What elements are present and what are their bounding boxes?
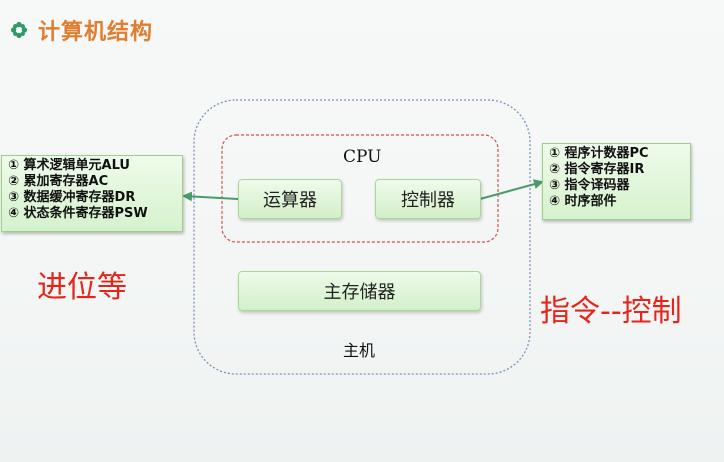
left-register-list: ① 算术逻辑单元ALU ② 累加寄存器AC ③ 数据缓冲寄存器DR ④ 状态条件…	[1, 155, 183, 232]
list-item: ④ 时序部件	[549, 194, 617, 209]
host-label: 主机	[343, 341, 376, 360]
cpu-label: CPU	[343, 147, 382, 167]
host-boundary	[193, 99, 531, 375]
list-item: ① 算术逻辑单元ALU	[8, 158, 130, 173]
list-item: ③ 数据缓冲寄存器DR	[8, 190, 136, 205]
cpu-boundary	[221, 134, 499, 243]
arrow-to-right-list	[479, 179, 544, 200]
main-memory-box: 主存储器	[238, 271, 481, 311]
list-item: ④ 状态条件寄存器PSW	[8, 206, 148, 221]
page-title-row: 计算机结构	[10, 14, 153, 46]
arrow-to-left-list	[182, 191, 239, 202]
list-item: ② 累加寄存器AC	[8, 174, 109, 189]
list-item: ① 程序计数器PC	[549, 146, 649, 161]
page-title: 计算机结构	[38, 20, 154, 45]
list-item: ③ 指令译码器	[549, 178, 630, 193]
annotation-instruction-control: 指令--控制	[540, 294, 682, 329]
control-unit-box: 控制器	[375, 179, 481, 219]
right-register-list: ① 程序计数器PC ② 指令寄存器IR ③ 指令译码器 ④ 时序部件	[542, 143, 691, 220]
flower-icon	[10, 21, 28, 39]
list-item: ② 指令寄存器IR	[549, 162, 645, 177]
alu-box: 运算器	[238, 179, 342, 219]
annotation-carry: 进位等	[37, 270, 127, 305]
